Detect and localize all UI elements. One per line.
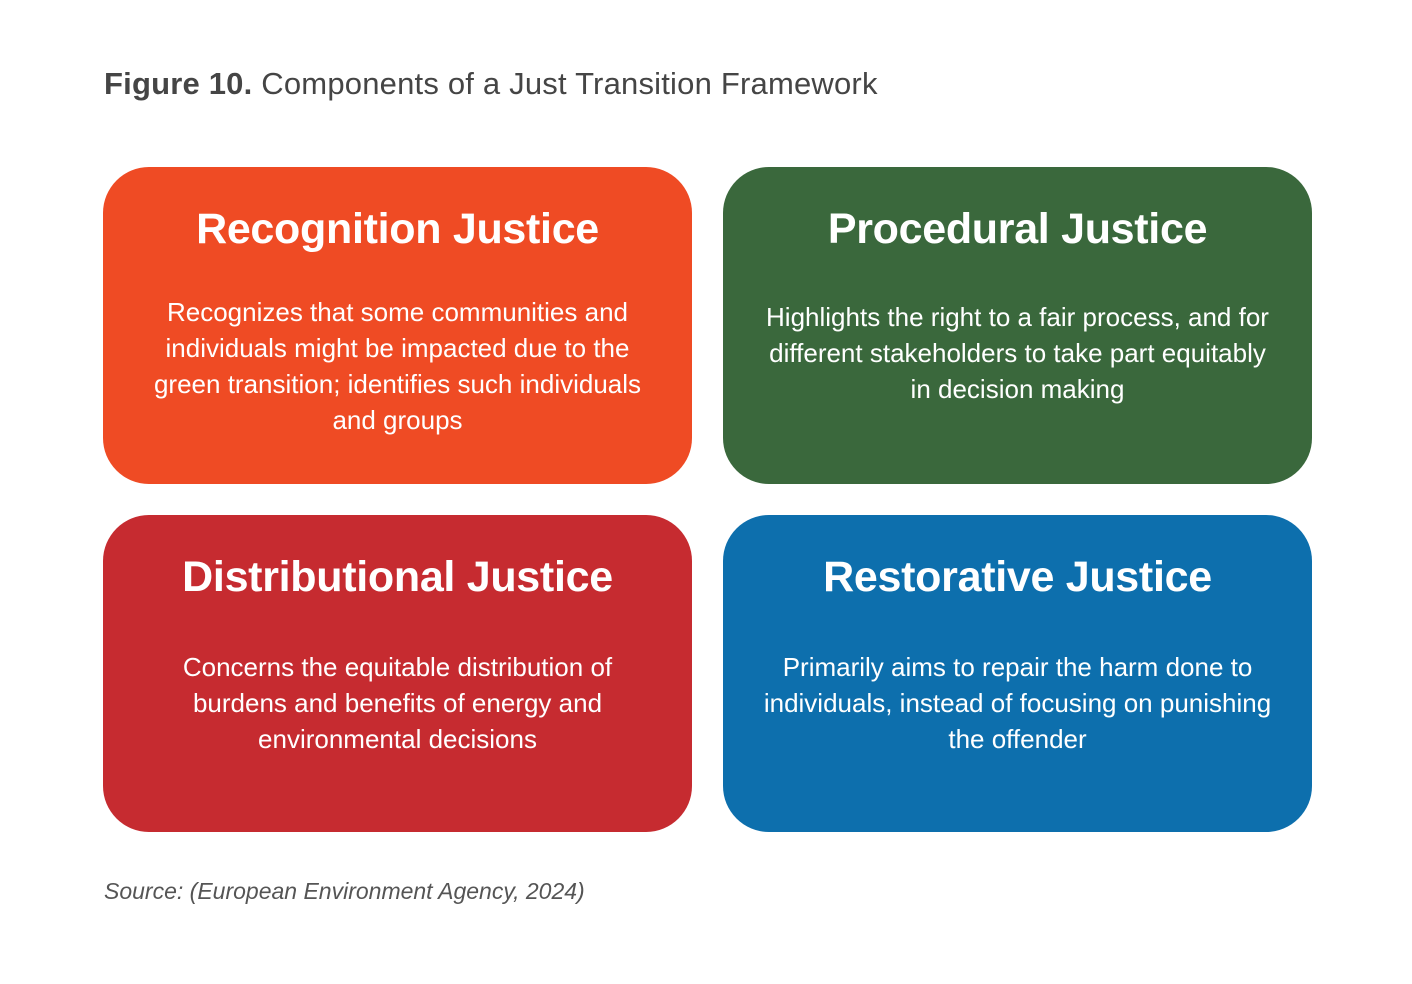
card-body: Recognizes that some communities and ind… <box>153 297 642 435</box>
card-procedural-justice: Procedural Justice Highlights the right … <box>723 167 1312 484</box>
source-citation: Source: (European Environment Agency, 20… <box>104 878 585 904</box>
card-heading: Restorative Justice <box>823 553 1212 601</box>
card-body: Primarily aims to repair the harm done t… <box>763 652 1272 754</box>
figure-title-text: Components of a Just Transition Framewor… <box>261 66 878 101</box>
figure-title: Figure 10. Components of a Just Transiti… <box>104 66 878 102</box>
card-heading: Procedural Justice <box>827 205 1208 253</box>
card-restorative-justice: Restorative Justice Primarily aims to re… <box>723 515 1312 832</box>
card-recognition-justice: Recognition Justice Recognizes that some… <box>103 167 692 484</box>
figure-label: Figure 10. <box>104 66 253 101</box>
card-body: Concerns the equitable distribution of b… <box>182 652 613 754</box>
card-body: Highlights the right to a fair process, … <box>766 302 1269 404</box>
card-heading: Recognition Justice <box>196 205 599 253</box>
card-heading: Distributional Justice <box>182 553 613 601</box>
card-distributional-justice: Distributional Justice Concerns the equi… <box>103 515 692 832</box>
